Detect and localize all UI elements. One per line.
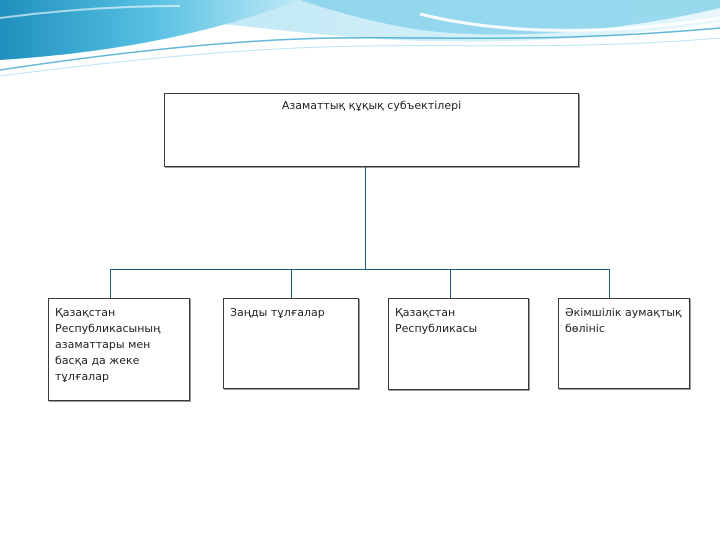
child-node-label: Әкімшілік аумақтық бөлініс [565, 306, 682, 335]
connector-drop-1 [110, 269, 111, 298]
connector-trunk [365, 167, 366, 270]
child-node-legal-entities: Заңды тұлғалар [223, 298, 359, 389]
root-node: Азаматтық құқық субъектілері [164, 93, 579, 167]
child-node-republic: Қазақстан Республикасы [388, 298, 529, 390]
connector-drop-4 [609, 269, 610, 298]
connector-bus [110, 269, 610, 270]
child-node-label: Қазақстан Республикасының азаматтары мен… [55, 306, 161, 383]
connector-drop-2 [291, 269, 292, 298]
child-node-label: Қазақстан Республикасы [395, 306, 478, 335]
child-node-label: Заңды тұлғалар [230, 306, 325, 319]
child-node-citizens: Қазақстан Республикасының азаматтары мен… [48, 298, 190, 401]
child-node-admin-units: Әкімшілік аумақтық бөлініс [558, 298, 690, 389]
header-wave-decoration [0, 0, 720, 77]
connector-drop-3 [450, 269, 451, 298]
root-node-label: Азаматтық құқық субъектілері [281, 99, 462, 112]
